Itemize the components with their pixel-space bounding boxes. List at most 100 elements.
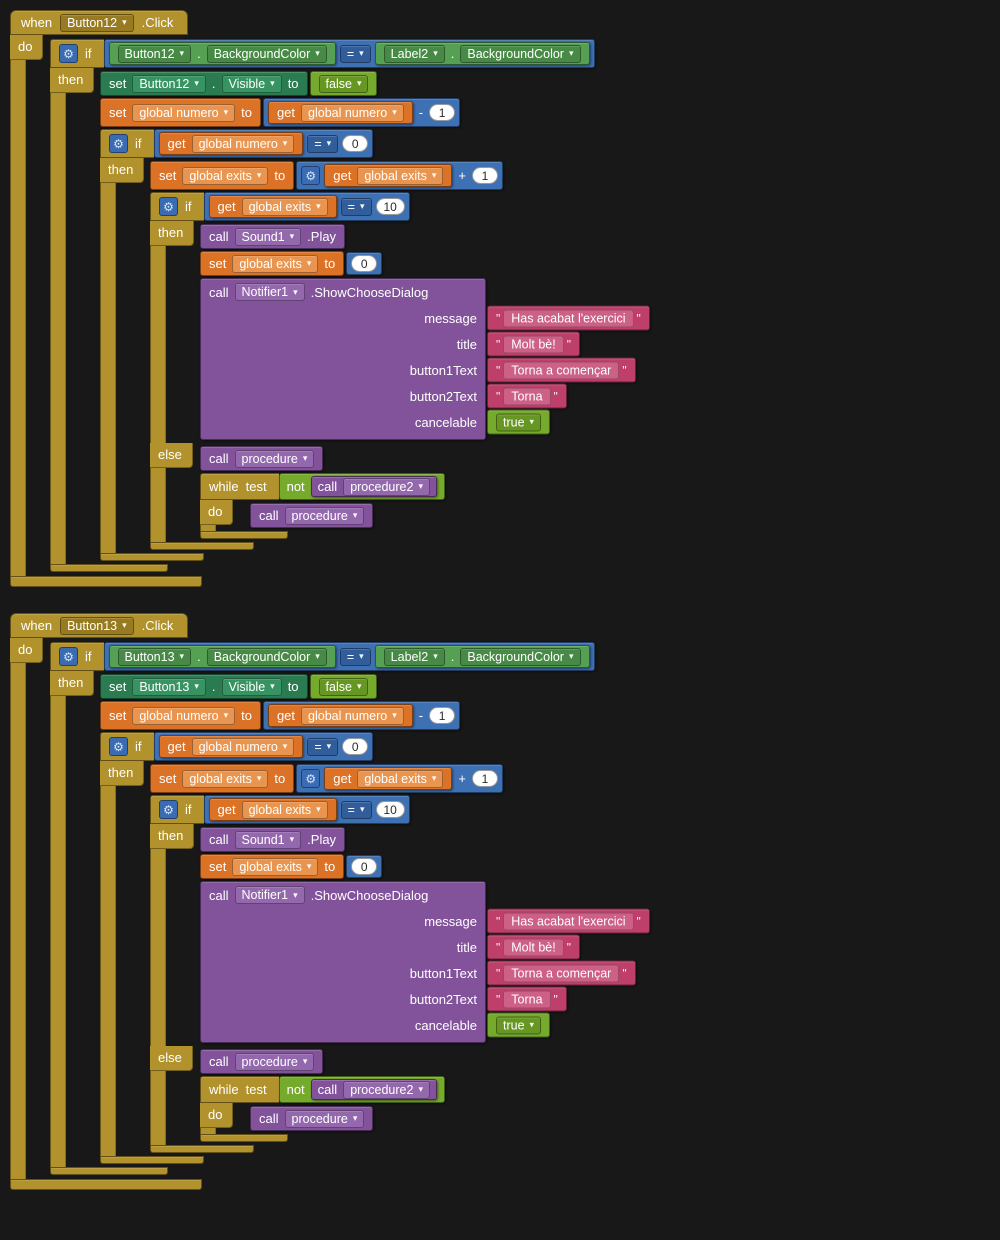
string-block[interactable]: " Torna a començar " [487, 357, 636, 383]
component-dropdown[interactable]: Notifier1 ▾ [234, 283, 305, 301]
string-block[interactable]: " Molt bè! " [487, 331, 580, 357]
set-variable-block[interactable]: set global numero ▾ to [100, 701, 261, 730]
call-procedure-block[interactable]: call procedure2 ▾ [310, 476, 437, 497]
mutator-gear-icon[interactable]: ⚙ [301, 166, 321, 185]
equals-compare-block[interactable]: get global numero ▾ = [153, 732, 374, 761]
equals-compare-block[interactable]: get global exits ▾ [203, 795, 410, 824]
boolean-dropdown[interactable]: true ▾ [496, 413, 542, 431]
set-variable-block[interactable]: set global exits ▾ to [150, 764, 295, 793]
string-field[interactable]: Molt bè! [503, 335, 564, 353]
get-variable-block[interactable]: get global numero ▾ [158, 735, 304, 758]
not-block[interactable]: not call procedure2 ▾ [278, 1076, 445, 1103]
call-procedure-block[interactable]: call procedure ▾ [200, 1049, 324, 1074]
boolean-true-block[interactable]: true ▾ [487, 409, 551, 435]
call-component-method-block[interactable]: call Sound1 ▾ .Play [200, 827, 346, 852]
set-component-property-block[interactable]: set Button13 ▾ . Visible ▾ [100, 674, 308, 699]
equals-compare-block[interactable]: get global exits ▾ [203, 192, 410, 221]
if-block-outer[interactable]: ⚙ if Button13 ▾ . Backgr [50, 642, 650, 1175]
while-header-gold[interactable]: while test [200, 473, 279, 500]
get-variable-block[interactable]: get global exits ▾ [208, 195, 337, 218]
string-block[interactable]: " Has acabat l'exercici " [487, 908, 650, 934]
get-variable-block[interactable]: get global numero ▾ [158, 132, 304, 155]
call-procedure-block[interactable]: call procedure ▾ [250, 503, 374, 528]
component-dropdown[interactable]: Button12 ▾ [132, 74, 206, 93]
call-notifier-dialog-block[interactable]: call Notifier1 ▾ .ShowChooseDialog [200, 881, 650, 1043]
component-dropdown[interactable]: Button13 ▾ [117, 647, 192, 666]
if-block-outer[interactable]: ⚙ if Button12 ▾ . Backgr [50, 39, 650, 572]
number-field[interactable]: 0 [342, 738, 369, 755]
component-dropdown[interactable]: Label2 ▾ [383, 44, 445, 63]
if-else-block[interactable]: ⚙ if get g [150, 192, 650, 550]
comparison-operator-dropdown[interactable]: = ▾ [307, 134, 339, 153]
set-component-property-block[interactable]: set Button12 ▾ . Visible ▾ [100, 71, 308, 96]
string-field[interactable]: Has acabat l'exercici [503, 912, 634, 930]
when-event-block[interactable]: when Button12 ▾ .Click do ⚙ if [10, 10, 650, 587]
when-header[interactable]: when Button13 ▾ .Click [10, 613, 189, 638]
number-field[interactable]: 10 [375, 198, 405, 215]
component-dropdown[interactable]: Button12 ▾ [60, 13, 134, 32]
set-variable-block[interactable]: set global numero ▾ to [100, 98, 261, 127]
math-add-block[interactable]: ⚙ get global exits ▾ [296, 161, 504, 190]
if-block-middle[interactable]: ⚙ if get global numero ▾ [100, 732, 650, 1164]
variable-dropdown[interactable]: global exits ▾ [357, 166, 444, 185]
if-header-gold[interactable]: ⚙ if [150, 795, 204, 824]
procedure-dropdown[interactable]: procedure2 ▾ [343, 477, 430, 496]
mutator-gear-icon[interactable]: ⚙ [301, 769, 321, 788]
variable-dropdown[interactable]: global exits ▾ [182, 769, 269, 788]
string-field[interactable]: Torna [503, 990, 551, 1008]
if-header-gold[interactable]: ⚙ if [100, 732, 154, 761]
variable-dropdown[interactable]: global exits ▾ [241, 197, 328, 216]
property-dropdown[interactable]: BackgroundColor ▾ [206, 647, 327, 666]
call-procedure-block[interactable]: call procedure2 ▾ [310, 1079, 437, 1100]
number-field[interactable]: 1 [429, 707, 456, 724]
set-variable-block[interactable]: set global exits ▾ to [200, 854, 345, 879]
variable-dropdown[interactable]: global exits ▾ [232, 254, 319, 273]
get-variable-block[interactable]: get global numero ▾ [267, 101, 413, 124]
component-dropdown[interactable]: Notifier1 ▾ [234, 886, 305, 904]
string-block[interactable]: " Torna " [487, 986, 567, 1012]
number-field[interactable]: 1 [472, 167, 499, 184]
equals-compare-block[interactable]: Button12 ▾ . BackgroundColor ▾ = [103, 39, 595, 68]
get-variable-block[interactable]: get global exits ▾ [324, 164, 453, 187]
math-subtract-block[interactable]: get global numero ▾ - 1 [262, 98, 461, 127]
component-property-getter[interactable]: Label2 ▾ . BackgroundColor ▾ [374, 42, 590, 65]
if-header-gold[interactable]: ⚙ if [150, 192, 204, 221]
if-header-gold[interactable]: ⚙ if [100, 129, 154, 158]
get-variable-block[interactable]: get global exits ▾ [208, 798, 337, 821]
property-dropdown[interactable]: BackgroundColor ▾ [460, 44, 581, 63]
boolean-true-block[interactable]: true ▾ [487, 1012, 551, 1038]
string-field[interactable]: Has acabat l'exercici [503, 309, 634, 327]
component-dropdown[interactable]: Button13 ▾ [60, 616, 134, 635]
component-dropdown[interactable]: Button12 ▾ [117, 44, 192, 63]
procedure-dropdown[interactable]: procedure ▾ [234, 449, 315, 468]
get-variable-block[interactable]: get global numero ▾ [267, 704, 413, 727]
string-field[interactable]: Torna a començar [503, 361, 620, 379]
variable-dropdown[interactable]: global numero ▾ [191, 737, 295, 756]
mutator-gear-icon[interactable]: ⚙ [109, 737, 128, 756]
number-field[interactable]: 1 [472, 770, 499, 787]
boolean-false-block[interactable]: false ▾ [309, 674, 378, 699]
call-procedure-block[interactable]: call procedure ▾ [200, 446, 324, 471]
component-property-getter[interactable]: Label2 ▾ . BackgroundColor ▾ [374, 645, 590, 668]
mutator-gear-icon[interactable]: ⚙ [59, 647, 78, 666]
set-variable-block[interactable]: set global exits ▾ to [150, 161, 295, 190]
number-field[interactable]: 1 [429, 104, 456, 121]
while-block[interactable]: while test not [200, 473, 445, 539]
boolean-dropdown[interactable]: true ▾ [496, 1016, 542, 1034]
property-dropdown[interactable]: BackgroundColor ▾ [206, 44, 327, 63]
boolean-false-block[interactable]: false ▾ [309, 71, 378, 96]
call-notifier-dialog-block[interactable]: call Notifier1 ▾ .ShowChooseDialog [200, 278, 650, 440]
property-dropdown[interactable]: BackgroundColor ▾ [460, 647, 581, 666]
number-field[interactable]: 10 [375, 801, 405, 818]
if-block-middle[interactable]: ⚙ if get global numero ▾ [100, 129, 650, 561]
string-field[interactable]: Torna [503, 387, 551, 405]
mutator-gear-icon[interactable]: ⚙ [59, 44, 78, 63]
equals-compare-block[interactable]: Button13 ▾ . BackgroundColor ▾ = [103, 642, 595, 671]
mutator-gear-icon[interactable]: ⚙ [159, 800, 178, 819]
set-variable-block[interactable]: set global exits ▾ to [200, 251, 345, 276]
when-event-block[interactable]: when Button13 ▾ .Click do ⚙ if [10, 613, 650, 1190]
get-variable-block[interactable]: get global exits ▾ [324, 767, 453, 790]
while-header-gold[interactable]: while test [200, 1076, 279, 1103]
variable-dropdown[interactable]: global exits ▾ [182, 166, 269, 185]
string-block[interactable]: " Has acabat l'exercici " [487, 305, 650, 331]
